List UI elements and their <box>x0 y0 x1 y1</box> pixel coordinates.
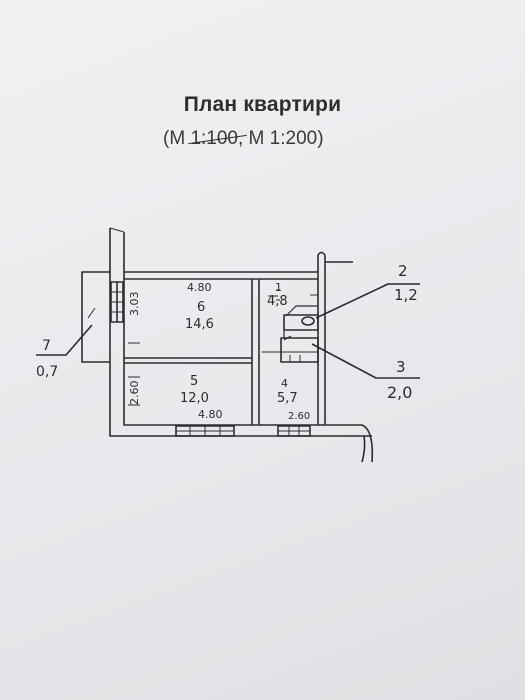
scale-prefix: (М <box>163 128 191 149</box>
outer-wall-inner <box>123 232 362 426</box>
dim-room5-side: 2.60 <box>128 381 141 406</box>
room-4-area: 5,7 <box>277 391 298 406</box>
leader-3 <box>311 343 420 379</box>
callout-7-area: 0,7 <box>36 364 58 380</box>
room-5-area: 12,0 <box>180 391 209 406</box>
dim-room5-bottom: 4.80 <box>198 408 223 421</box>
room-4-number: 4 <box>281 377 288 390</box>
room-1-number: 1 <box>275 281 282 294</box>
room-5-number: 5 <box>190 374 198 389</box>
callout-7-number: 7 <box>42 338 51 354</box>
room-1-area: 4,8 <box>267 294 288 309</box>
entrance-curve <box>361 424 374 463</box>
leader-7 <box>36 324 93 356</box>
dim-room6-top: 4.80 <box>187 281 212 294</box>
callout-2-number: 2 <box>398 262 408 280</box>
sink-icon <box>301 316 315 326</box>
room-6-number: 6 <box>197 300 205 315</box>
bath-room-2 <box>283 314 319 331</box>
scale-note: (М 1:100, М 1:200) <box>163 128 324 150</box>
dim-room4-bottom: 2.60 <box>288 411 310 422</box>
scale-actual: М 1:200) <box>243 128 324 149</box>
toilet-room-3 <box>280 337 319 363</box>
plan-title: План квартири <box>183 93 342 116</box>
outer-wall-outer <box>109 228 372 437</box>
leader-2 <box>315 283 420 319</box>
balcony-outline <box>81 271 110 363</box>
callout-3-number: 3 <box>396 358 406 376</box>
room-6-area: 14,6 <box>185 317 214 332</box>
scale-struck: 1:100, <box>190 128 244 149</box>
plan-walls <box>36 227 420 463</box>
callout-2-area: 1,2 <box>394 286 418 304</box>
dim-room6-side: 3.03 <box>128 292 141 317</box>
callout-3-area: 2,0 <box>387 383 412 402</box>
